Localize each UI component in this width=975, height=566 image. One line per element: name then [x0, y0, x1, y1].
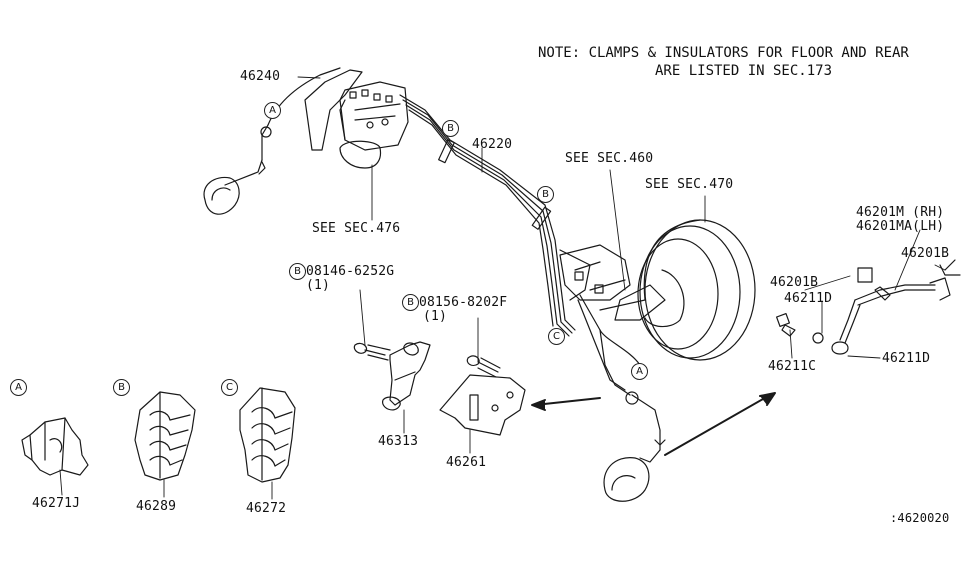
label-see-sec-460: SEE SEC.460 — [565, 151, 654, 166]
left-wheel-hose — [203, 67, 341, 215]
brake-booster — [599, 219, 756, 361]
marker-b-bolt-1: B — [289, 263, 306, 280]
label-see-sec-470: SEE SEC.470 — [645, 177, 734, 192]
marker-c-legend: C — [221, 379, 238, 396]
label-46220: 46220 — [472, 137, 513, 152]
label-46201b-left: 46201B — [770, 275, 819, 290]
leader-lines — [59, 76, 946, 500]
label-46272: 46272 — [246, 501, 287, 516]
label-bolt-08146: 08146-6252G — [306, 264, 395, 279]
right-front-hose — [603, 391, 666, 502]
abs-actuator — [304, 69, 409, 169]
label-see-sec-476: SEE SEC.476 — [312, 221, 401, 236]
label-bolt-08146-qty: (1) — [306, 278, 331, 293]
diagram-code: :4620020 — [890, 511, 950, 525]
label-bolt-08156-qty: (1) — [423, 309, 448, 324]
marker-a-legend: A — [10, 379, 27, 396]
label-46201b-right: 46201B — [901, 246, 950, 261]
label-46313: 46313 — [378, 434, 419, 449]
marker-b-middle: B — [537, 186, 554, 203]
bracket-46261 — [439, 355, 526, 436]
marker-b-bolt-2: B — [402, 294, 419, 311]
marker-b-legend: B — [113, 379, 130, 396]
label-46261: 46261 — [446, 455, 487, 470]
label-bolt-08156: 08156-8202F — [419, 295, 508, 310]
direction-arrows — [531, 392, 776, 456]
label-46201m: 46201M (RH) — [856, 205, 945, 220]
label-46240: 46240 — [240, 69, 281, 84]
rear-brake-tube — [812, 259, 961, 355]
label-46211c: 46211C — [768, 359, 817, 374]
brake-tube-bundle — [399, 94, 641, 396]
label-46289: 46289 — [136, 499, 177, 514]
marker-a-left: A — [264, 102, 281, 119]
label-46271j: 46271J — [32, 496, 81, 511]
note-line-2: ARE LISTED IN SEC.173 — [655, 63, 833, 79]
label-46211d-top: 46211D — [784, 291, 833, 306]
bracket-46313 — [353, 341, 431, 411]
label-46201ma: 46201MA(LH) — [856, 219, 945, 234]
master-cylinder — [559, 244, 631, 301]
clip-46289 — [134, 391, 196, 481]
label-46211d-bottom: 46211D — [882, 351, 931, 366]
clip-46271j — [21, 417, 89, 476]
marker-c-middle: C — [548, 328, 565, 345]
marker-b-upper: B — [442, 120, 459, 137]
marker-a-right: A — [631, 363, 648, 380]
bolt-46211c — [775, 312, 796, 337]
note-line-1: NOTE: CLAMPS & INSULATORS FOR FLOOR AND … — [538, 45, 909, 61]
clip-46272 — [239, 387, 296, 483]
